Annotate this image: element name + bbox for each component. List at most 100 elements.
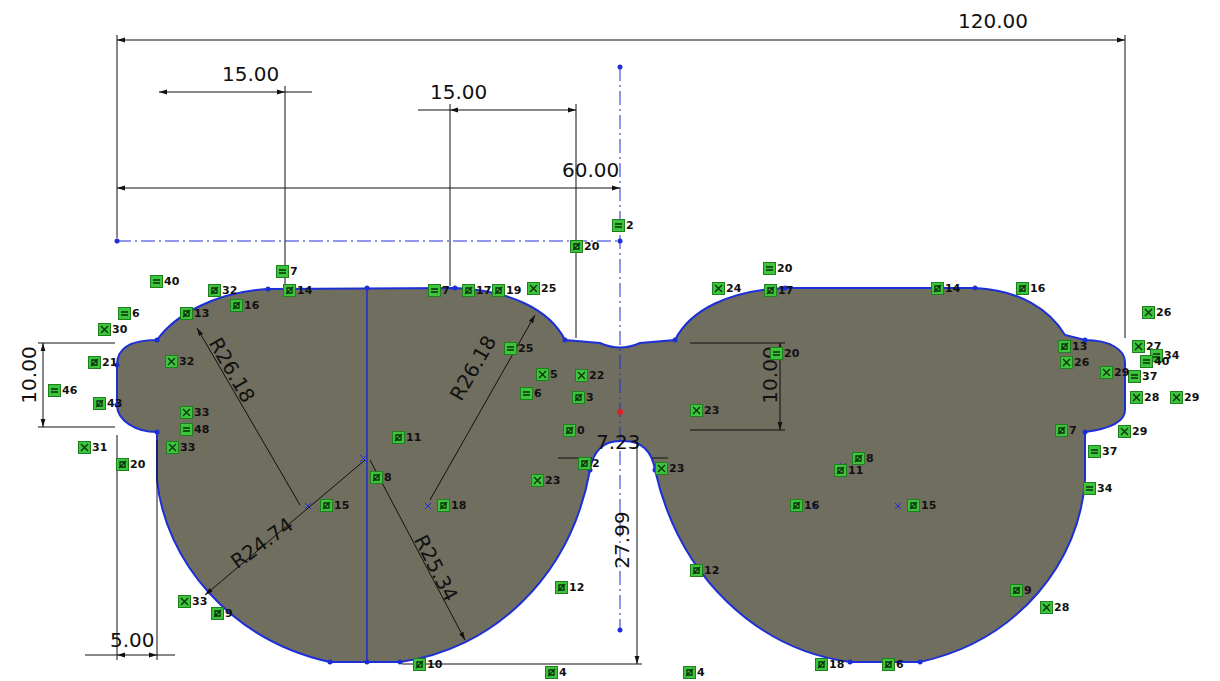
relation-icon [165,355,178,368]
relation-tag: 15 [907,499,936,512]
relation-icon [575,369,588,382]
relation-tag: 32 [208,284,237,297]
relation-icon [763,262,776,275]
relation-tag: 33 [180,406,209,419]
relation-number: 23 [669,463,684,474]
relation-tag: 40 [150,275,179,288]
relation-icon [683,666,696,679]
relation-icon [520,387,533,400]
relation-icon [536,368,549,381]
relation-number: 16 [244,300,259,311]
relation-number: 28 [1144,392,1159,403]
relation-icon [570,240,583,253]
relation-number: 20 [130,459,145,470]
relation-tag: 23 [690,404,719,417]
relation-icon [931,282,944,295]
relation-tag: 33 [166,441,195,454]
dimension-text: 120.00 [958,11,1028,31]
relation-icon [852,452,865,465]
relation-tag: 0 [563,424,585,437]
relation-number: 26 [1074,357,1089,368]
relation-icon [504,342,517,355]
relation-tag: 8 [852,452,874,465]
relation-icon [712,282,725,295]
relation-icon [462,284,475,297]
relation-icon [1088,445,1101,458]
relation-tag: 2 [612,219,634,232]
relation-number: 21 [102,357,117,368]
relation-number: 2 [592,458,600,469]
relation-icon [48,384,61,397]
relation-tag: 7 [1055,424,1077,437]
relation-icon [413,658,426,671]
relation-icon [527,282,540,295]
relation-tag: 7 [428,284,450,297]
relation-number: 11 [406,432,421,443]
dimension-text: 7.23 [596,432,641,452]
relation-icon [180,406,193,419]
relation-number: 29 [1132,426,1147,437]
relation-tag: 20 [770,347,799,360]
relation-icon [320,499,333,512]
relation-tag: 10 [413,658,442,671]
relation-icon [283,284,296,297]
relation-icon [230,299,243,312]
relation-number: 20 [784,348,799,359]
relation-number: 15 [334,500,349,511]
relation-tag: 4 [545,666,567,679]
relation-tag: 40 [1140,355,1169,368]
relation-icon [834,464,847,477]
relation-tag: 24 [712,282,741,295]
relation-icon [1016,282,1029,295]
relation-number: 46 [62,385,77,396]
relation-number: 40 [164,276,179,287]
dimension-text: 15.00 [430,82,487,102]
relation-icon [1132,340,1145,353]
relation-number: 8 [866,453,874,464]
relation-number: 5 [550,369,558,380]
relation-number: 25 [541,283,556,294]
relation-number: 13 [194,308,209,319]
relation-tag: 28 [1040,601,1069,614]
relation-tag: 21 [88,356,117,369]
relation-tag: 6 [882,658,904,671]
relation-tag: 12 [555,581,584,594]
relation-tag: 20 [763,262,792,275]
relation-icon [180,307,193,320]
relation-icon [1058,340,1071,353]
relation-icon [150,275,163,288]
relation-icon [612,219,625,232]
relation-number: 25 [518,343,533,354]
relation-icon [116,458,129,471]
relation-number: 9 [1024,585,1032,596]
relation-tag: 29 [1170,391,1199,404]
relation-number: 18 [451,500,466,511]
relation-tag: 12 [690,564,719,577]
relation-icon [1142,306,1155,319]
relation-number: 26 [1156,307,1171,318]
relation-icon [492,284,505,297]
relation-icon [790,499,803,512]
relation-icon [572,391,585,404]
relation-tag: 26 [1142,306,1171,319]
relation-number: 12 [569,582,584,593]
relation-icon [178,595,191,608]
relation-icon [211,607,224,620]
dimension-text: 10.00 [19,346,39,403]
relation-number: 22 [589,370,604,381]
relation-tag: 6 [520,387,542,400]
relation-number: 16 [804,500,819,511]
relation-icon [93,397,106,410]
relation-number: 20 [777,263,792,274]
relation-icon [1140,355,1153,368]
relation-number: 14 [297,285,312,296]
relation-tag: 16 [1016,282,1045,295]
relation-tag: 18 [437,499,466,512]
relation-number: 23 [704,405,719,416]
relation-tag: 9 [211,607,233,620]
relation-icon [392,431,405,444]
relation-number: 11 [848,465,863,476]
relation-tag: 23 [531,474,560,487]
relation-tag: 20 [570,240,599,253]
